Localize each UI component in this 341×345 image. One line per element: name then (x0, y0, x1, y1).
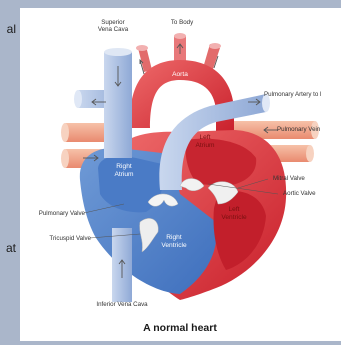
label-mitral-valve: Mitral Valve (273, 175, 305, 182)
label-pulmonary-valve: Pulmonary Valve (39, 210, 85, 217)
label-right-atrium: Right Atrium (114, 163, 133, 178)
label-aorta: Aorta (172, 71, 188, 79)
edge-text-top: al (7, 22, 16, 36)
label-superior-vena-cava-text: Superior Vena Cava (98, 19, 128, 33)
label-pulmonary-vein: Pulmonary Vein (277, 126, 320, 133)
label-to-body: To Body (171, 19, 193, 26)
label-inferior-vena-cava: Inferior Vena Cava (96, 301, 147, 308)
edge-text-bottom: at (6, 241, 16, 255)
label-tricuspid-valve: Tricuspid Valve (49, 235, 91, 242)
label-pulmonary-artery: Pulmonary Artery to l (264, 91, 321, 98)
label-aortic-valve: Aortic Valve (283, 190, 316, 197)
label-right-ventricle: Right Ventricle (161, 234, 186, 249)
label-superior-vena-cava: Superior Vena Cava (98, 19, 128, 33)
page-edge-text: al at (0, 0, 20, 345)
diagram-caption: A normal heart (143, 322, 217, 334)
label-left-atrium: Left Atrium (195, 134, 214, 149)
heart-diagram: Superior Vena Cava To Body Aorta Pulmona… (20, 8, 341, 341)
label-left-ventricle: Left Ventricle (221, 206, 246, 221)
